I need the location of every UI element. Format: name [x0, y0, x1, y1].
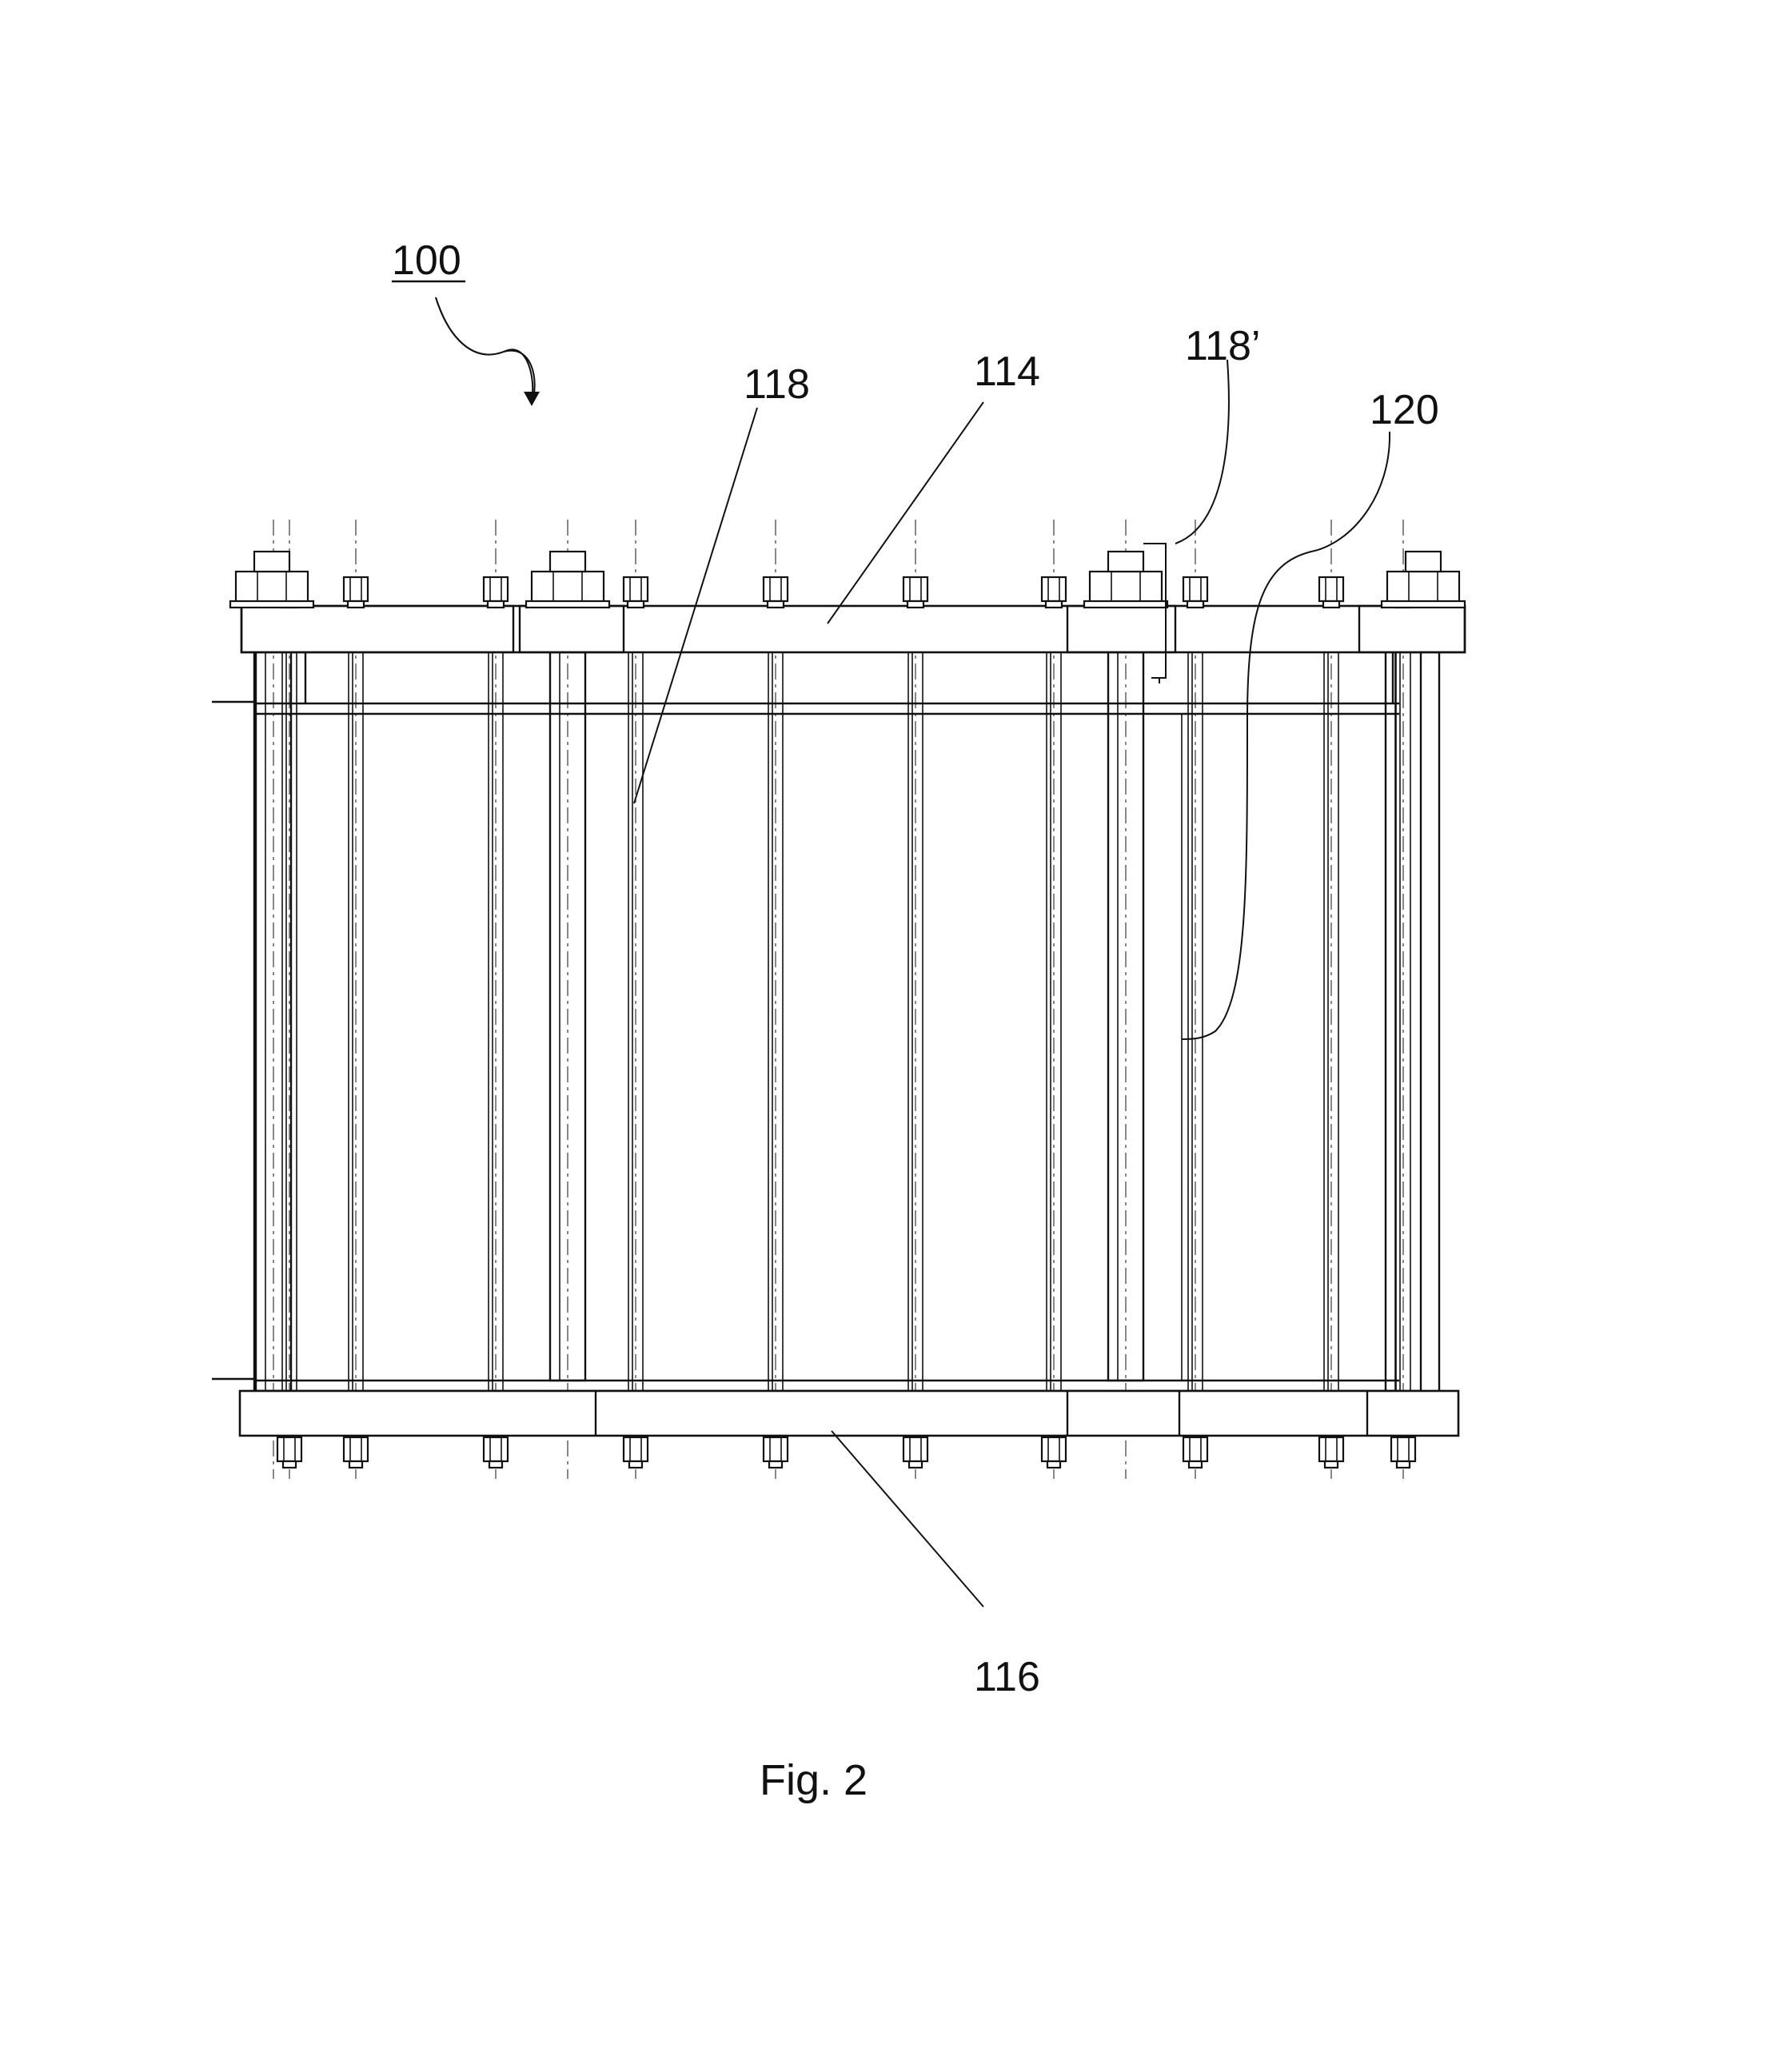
top-plate: [240, 604, 1466, 654]
small-nut-bottom: [1390, 1436, 1417, 1463]
hex-washer: [1380, 600, 1466, 609]
small-washer: [1044, 600, 1063, 609]
small-nut-bottom: [1182, 1436, 1209, 1463]
small-washer: [346, 600, 365, 609]
label-116: 116: [974, 1654, 1040, 1700]
label-118: 118: [744, 361, 810, 408]
bottom-plate: [238, 1389, 1460, 1437]
hex-nut: [1386, 570, 1461, 607]
bolt-end: [488, 1460, 504, 1469]
bolt-end: [1323, 1460, 1339, 1469]
bolt-end: [628, 1460, 644, 1469]
small-nut: [1318, 576, 1345, 603]
small-washer: [906, 600, 925, 609]
bolt-head: [1404, 550, 1442, 573]
bolt-end: [1395, 1460, 1411, 1469]
hex-washer: [229, 600, 315, 609]
center-lines: [273, 520, 1404, 1479]
tie-rods: [253, 606, 1441, 1436]
small-nut-bottom: [276, 1436, 303, 1463]
bolt-end: [768, 1460, 784, 1469]
hex-nut: [530, 570, 605, 607]
leader-lines: [435, 297, 1391, 1608]
hex-washer: [525, 600, 611, 609]
small-nut: [482, 576, 509, 603]
inner-frame: [212, 651, 1399, 1393]
label-100: 100: [392, 237, 461, 284]
hex-nut: [234, 570, 309, 607]
small-nut-bottom: [482, 1436, 509, 1463]
small-nut: [902, 576, 929, 603]
small-washer: [766, 600, 785, 609]
small-washer: [1186, 600, 1205, 609]
bolt-head: [253, 550, 291, 573]
label-118-prime: 118’: [1185, 323, 1260, 369]
label-120: 120: [1370, 387, 1439, 433]
hex-nut: [1088, 570, 1163, 607]
hex-washer: [1083, 600, 1169, 609]
small-nut: [342, 576, 369, 603]
small-nut: [762, 576, 789, 603]
bolt-end: [281, 1460, 297, 1469]
small-nut-bottom: [622, 1436, 649, 1463]
small-nut-bottom: [902, 1436, 929, 1463]
figure-caption: Fig. 2: [760, 1756, 868, 1804]
reference-labels: 100 118 114 118’ 120 116: [392, 237, 1439, 1700]
bolt-end: [1046, 1460, 1062, 1469]
small-nut-bottom: [1040, 1436, 1067, 1463]
small-nut-bottom: [1318, 1436, 1345, 1463]
nuts: [229, 550, 1466, 1469]
small-nut: [1040, 576, 1067, 603]
small-washer: [1322, 600, 1341, 609]
bolt-end: [907, 1460, 923, 1469]
label-114: 114: [974, 349, 1040, 395]
bolt-head: [1107, 550, 1145, 573]
small-nut-bottom: [342, 1436, 369, 1463]
small-washer: [486, 600, 505, 609]
bolt-end: [348, 1460, 364, 1469]
small-washer: [626, 600, 645, 609]
small-nut: [622, 576, 649, 603]
bolt-head: [548, 550, 587, 573]
small-nut: [1182, 576, 1209, 603]
bolt-end: [1187, 1460, 1203, 1469]
small-nut-bottom: [762, 1436, 789, 1463]
